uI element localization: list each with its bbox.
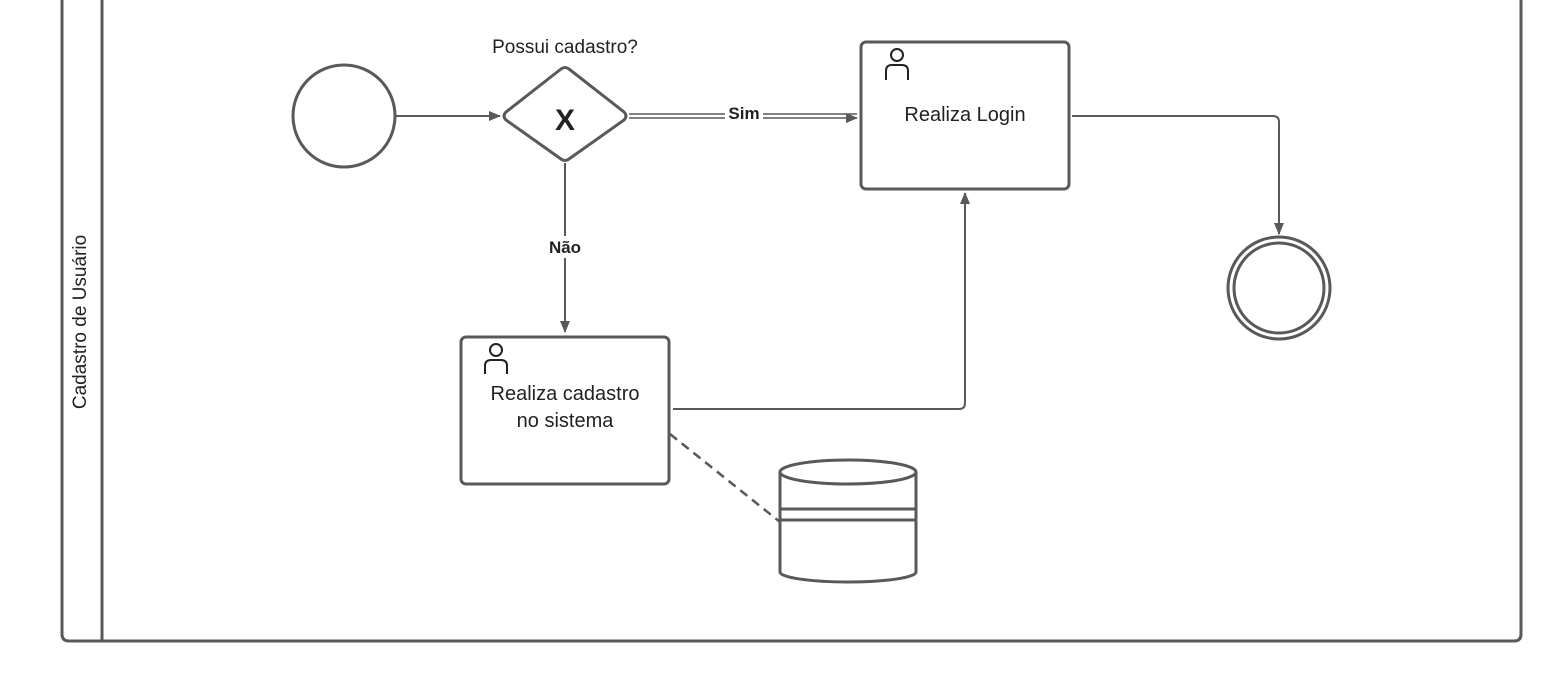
end-event[interactable] bbox=[1226, 235, 1332, 341]
data-store-top bbox=[778, 458, 918, 486]
task-register-box bbox=[459, 335, 671, 486]
gateway-x-icon: X bbox=[555, 104, 575, 137]
flow-login-to-end bbox=[1072, 115, 1284, 235]
data-association bbox=[669, 433, 781, 523]
pool: Cadastro de Usuário bbox=[60, 0, 1523, 643]
exclusive-gateway[interactable]: X bbox=[502, 66, 628, 162]
gateway-question: Possui cadastro? bbox=[492, 37, 638, 58]
task-login-box bbox=[859, 40, 1071, 191]
data-store-body bbox=[778, 472, 918, 584]
gateway-diamond bbox=[502, 66, 628, 162]
user-icon bbox=[885, 48, 909, 80]
task-login-label: Realiza Login bbox=[904, 104, 1025, 126]
task-login[interactable]: Realiza Login bbox=[859, 40, 1071, 191]
task-register[interactable]: Realiza cadastro no sistema bbox=[459, 335, 671, 486]
end-event-inner bbox=[1232, 241, 1326, 335]
flow-no-label: Não bbox=[549, 238, 581, 257]
flow-yes-label: Sim bbox=[728, 104, 759, 123]
pool-border bbox=[60, 0, 1523, 643]
flow-yes-label-bg bbox=[725, 104, 763, 124]
end-event-outer bbox=[1226, 235, 1332, 341]
database-icon[interactable] bbox=[778, 458, 918, 584]
start-event[interactable] bbox=[291, 63, 397, 169]
lane-label: Cadastro de Usuário bbox=[70, 235, 91, 409]
task-register-label-line2: no sistema bbox=[517, 410, 615, 432]
flow-register-to-login bbox=[673, 192, 970, 410]
flow-no-label-bg bbox=[540, 236, 590, 258]
task-register-label-line1: Realiza cadastro bbox=[491, 383, 640, 405]
user-icon bbox=[484, 343, 508, 374]
